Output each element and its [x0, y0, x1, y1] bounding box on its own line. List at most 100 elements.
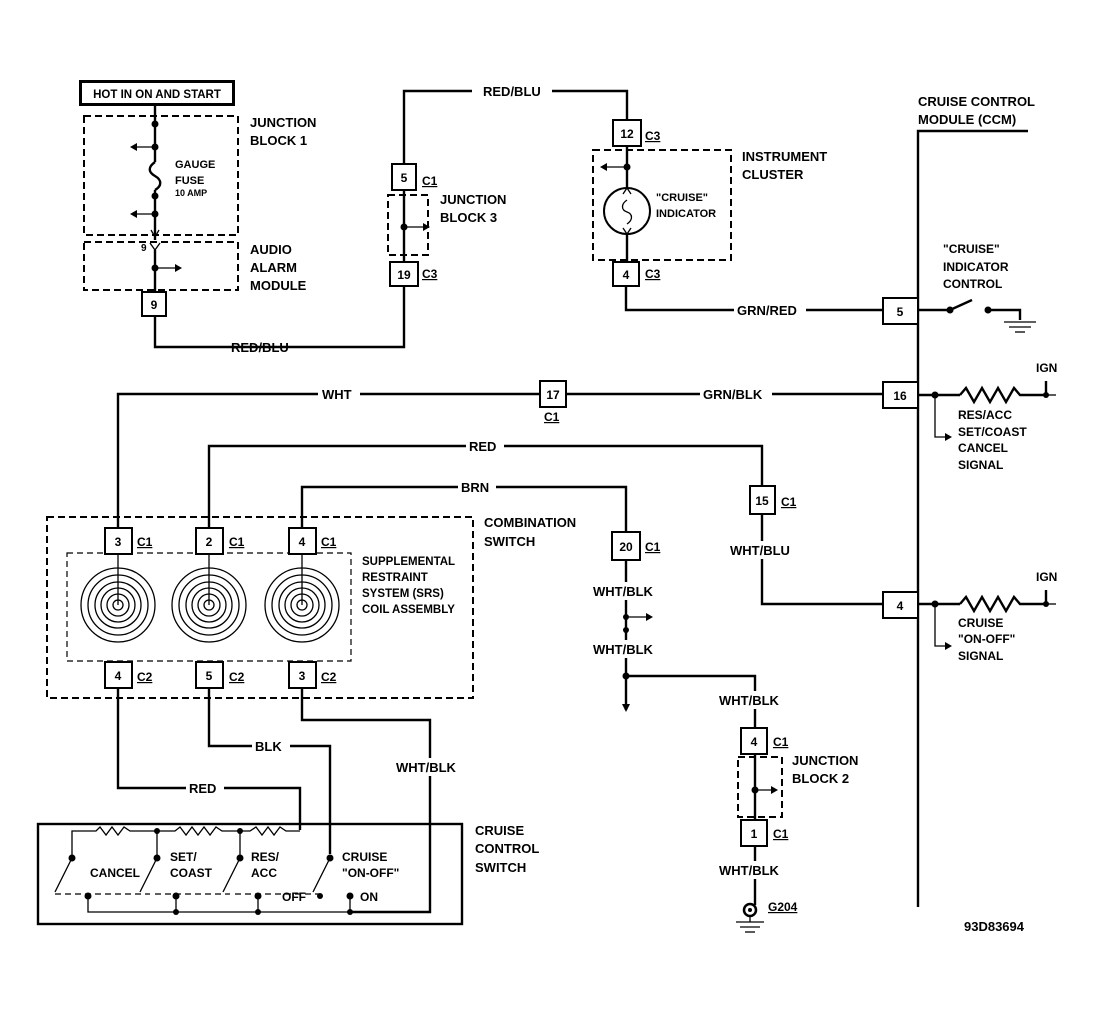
jb2-conn-c1-bottom: C1: [773, 827, 789, 841]
srs-line4: COIL ASSEMBLY: [362, 604, 455, 616]
conn-17-pin: 17: [546, 388, 560, 402]
jb3-conn-c1: C1: [422, 174, 438, 188]
grn-blk-label: GRN/BLK: [703, 387, 763, 402]
gauge-fuse-line3: 10 AMP: [175, 188, 207, 198]
ccs-res-line1: RES/: [251, 850, 280, 864]
srs-coil-3: [264, 554, 340, 643]
ic-conn-c3-top: C3: [645, 129, 661, 143]
blk-label: BLK: [255, 739, 282, 754]
wht-label: WHT: [322, 387, 352, 402]
cs-bottom-conn-1: C2: [137, 670, 153, 684]
ic-conn-c3-bottom: C3: [645, 267, 661, 281]
jb3-conn-c3: C3: [422, 267, 438, 281]
jb3-pin-19: 19: [397, 268, 411, 282]
indicator-control-line1: "CRUISE": [943, 242, 1000, 256]
on-off-line3: SIGNAL: [958, 649, 1003, 663]
audio-alarm-label-line2: ALARM: [250, 260, 297, 275]
cs-bottom-pin-1: 4: [115, 669, 122, 683]
brn-wht-blk-wire: BRN 20 C1 WHT/BLK WHT/BLK WHT/BLK: [300, 478, 788, 728]
wht-blk-label-4: WHT/BLK: [719, 863, 780, 878]
jb3-label-line1: JUNCTION: [440, 192, 506, 207]
ccs-on: ON: [360, 890, 378, 904]
wht-blk-label-1: WHT/BLK: [593, 584, 654, 599]
res-acc-line4: SIGNAL: [958, 458, 1003, 472]
ic-label-line2: CLUSTER: [742, 167, 804, 182]
ccs-label-line2: CONTROL: [475, 841, 539, 856]
ccs-cancel: CANCEL: [90, 866, 140, 880]
audio-alarm-label-line3: MODULE: [250, 278, 307, 293]
conn-15-c1: C1: [781, 495, 797, 509]
jb2-label-line1: JUNCTION: [792, 753, 858, 768]
res-acc-line3: CANCEL: [958, 441, 1008, 455]
combination-switch-line2: SWITCH: [484, 534, 535, 549]
ccm-pin-16: 16: [893, 389, 907, 403]
srs-line2: RESTRAINT: [362, 572, 428, 584]
jb2-pin-1: 1: [751, 827, 758, 841]
jb2-conn-c1-top: C1: [773, 735, 789, 749]
ccs-set-line1: SET/: [170, 850, 197, 864]
conn-17-c1: C1: [544, 410, 560, 424]
grn-red-label: GRN/RED: [737, 303, 797, 318]
conn-20-c1: C1: [645, 540, 661, 554]
ccm-pin-4: 4: [897, 599, 904, 613]
jb2-pin-4: 4: [751, 735, 758, 749]
srs-coil-1: [80, 554, 156, 643]
figure-id: 93D83694: [964, 919, 1025, 934]
ic-pin-4: 4: [623, 268, 630, 282]
junction-block-1-label-line2: BLOCK 1: [250, 133, 307, 148]
ccm-pin-5: 5: [897, 305, 904, 319]
red-blu-top-label: RED/BLU: [483, 84, 541, 99]
red-bottom-label: RED: [189, 781, 216, 796]
cs-bottom-pin-3: 3: [299, 669, 306, 683]
ic-indicator-line1: "CRUISE": [656, 192, 708, 204]
on-off-line2: "ON-OFF": [958, 632, 1015, 646]
on-off-line1: CRUISE: [958, 616, 1003, 630]
on-off-ign: IGN: [1036, 570, 1057, 584]
audio-alarm-inner-pin: 9: [141, 243, 147, 254]
hot-in-on-and-start-label: HOT IN ON AND START: [93, 89, 221, 101]
cs-top-conn-3: C1: [321, 535, 337, 549]
wht-blk-label-3: WHT/BLK: [719, 693, 780, 708]
srs-coil-2: [171, 554, 247, 643]
jb3-label-line2: BLOCK 3: [440, 210, 497, 225]
wht-grn-blk-wire: WHT GRN/BLK 17 C1: [116, 380, 883, 527]
ic-label-line1: INSTRUMENT: [742, 149, 827, 164]
red-top-label: RED: [469, 439, 496, 454]
srs-line1: SUPPLEMENTAL: [362, 556, 455, 568]
wht-blu-label: WHT/BLU: [730, 543, 790, 558]
ccs-cruise-line1: CRUISE: [342, 850, 387, 864]
ground-g204-label: G204: [768, 900, 798, 914]
ic-indicator-line2: INDICATOR: [656, 208, 716, 220]
res-acc-line2: SET/COAST: [958, 425, 1027, 439]
conn-15-pin: 15: [755, 494, 769, 508]
cs-bottom-conn-3: C2: [321, 670, 337, 684]
res-acc-ign: IGN: [1036, 361, 1057, 375]
indicator-control-line2: INDICATOR: [943, 260, 1009, 274]
brn-label: BRN: [461, 480, 489, 495]
ccs-label-line3: SWITCH: [475, 860, 526, 875]
instrument-cluster: 12 C3 "CRUISE" INDICATOR INSTRUMENT CLUS…: [592, 119, 883, 318]
cs-bottom-conn-2: C2: [229, 670, 245, 684]
red-wht-blu-wire: RED 15 C1 WHT/BLU: [207, 437, 883, 606]
gauge-fuse-line1: GAUGE: [175, 159, 215, 171]
cs-top-conn-2: C1: [229, 535, 245, 549]
res-acc-line1: RES/ACC: [958, 408, 1012, 422]
combination-switch: COMBINATION SWITCH SUPPLEMENTAL RESTRAIN…: [46, 515, 576, 699]
gauge-fuse-line2: FUSE: [175, 175, 204, 187]
srs-line3: SYSTEM (SRS): [362, 588, 444, 600]
wht-blk-label-5: WHT/BLK: [396, 760, 457, 775]
junction-block-3: RED/BLU 5 C1 JUNCTION BLOCK 3 19 C3: [387, 82, 629, 287]
junction-block-1-label-line1: JUNCTION: [250, 115, 316, 130]
ccs-off: OFF: [282, 890, 306, 904]
cs-bottom-pin-2: 5: [206, 669, 213, 683]
conn-20-pin: 20: [619, 540, 633, 554]
cs-top-pin-2: 2: [206, 535, 213, 549]
ic-pin-12: 12: [620, 127, 634, 141]
cs-top-conn-1: C1: [137, 535, 153, 549]
cs-top-pin-1: 3: [115, 535, 122, 549]
combination-switch-line1: COMBINATION: [484, 515, 576, 530]
cruise-control-module: CRUISE CONTROL MODULE (CCM) 5 16 4 "CRUI…: [882, 94, 1057, 907]
switch-wires: RED BLK WHT/BLK: [116, 688, 466, 914]
hot-in-on-and-start-section: HOT IN ON AND START JUNCTION BLOCK 1 GAU…: [79, 80, 316, 317]
